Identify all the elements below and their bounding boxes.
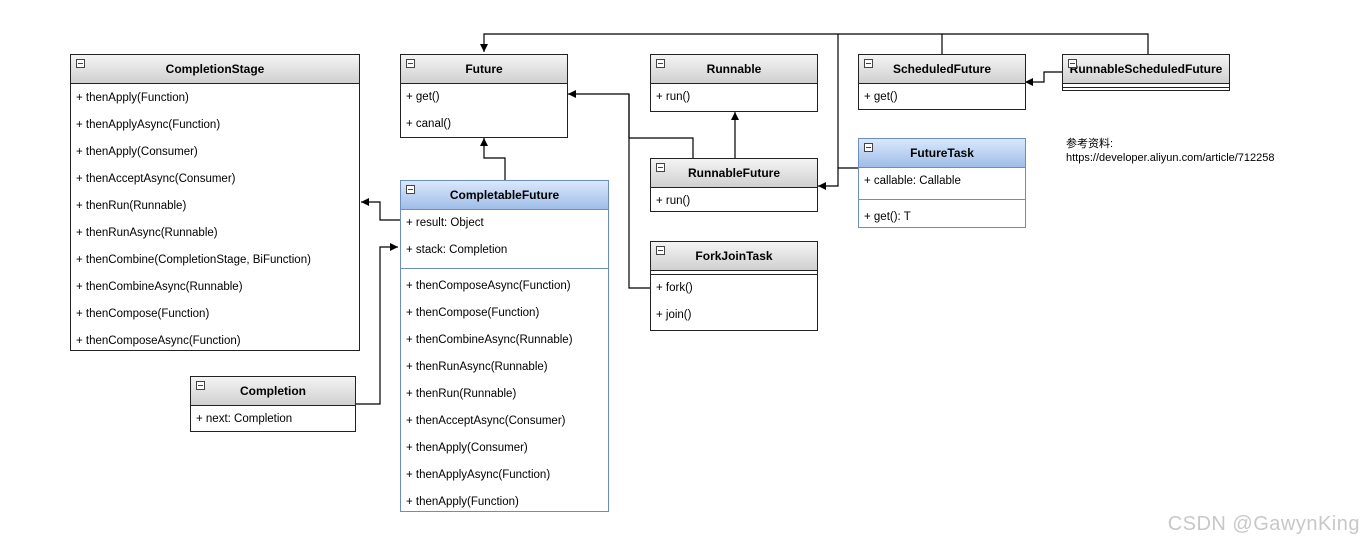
collapse-icon[interactable] <box>406 59 415 68</box>
class-name: Completion <box>240 384 306 398</box>
class-method: + thenComposeAsync(Function) <box>406 280 571 292</box>
class-method: + thenAcceptAsync(Consumer) <box>406 415 566 427</box>
class-member: + get() <box>406 91 440 103</box>
class-header: RunnableScheduledFuture <box>1063 55 1229 84</box>
section-divider <box>401 268 608 269</box>
class-completablefuture[interactable]: CompletableFuture + result: Object + sta… <box>400 180 609 512</box>
class-runnablescheduledfuture[interactable]: RunnableScheduledFuture <box>1062 54 1230 91</box>
class-method: + thenCombineAsync(Runnable) <box>406 334 573 346</box>
class-header: Future <box>401 55 567 84</box>
class-member: + thenCompose(Function) <box>76 308 210 320</box>
class-field: + callable: Callable <box>864 175 961 187</box>
class-name: ScheduledFuture <box>892 62 991 76</box>
edge-scheduledfuture-future <box>480 33 943 54</box>
class-name: Runnable <box>706 62 762 76</box>
reference-label: 参考资料: <box>1066 138 1114 150</box>
class-member: + thenRun(Runnable) <box>76 200 187 212</box>
class-method: + thenRunAsync(Runnable) <box>406 361 548 373</box>
class-member: + canal() <box>406 118 452 130</box>
collapse-icon[interactable] <box>76 59 85 68</box>
reference-url[interactable]: https://developer.aliyun.com/article/712… <box>1066 152 1275 164</box>
class-header: CompletableFuture <box>401 181 608 210</box>
class-runnablefuture[interactable]: RunnableFuture + run() <box>650 158 818 212</box>
class-header: ForkJoinTask <box>651 242 817 271</box>
class-member: + thenComposeAsync(Function) <box>76 335 241 347</box>
class-header: RunnableFuture <box>651 159 817 188</box>
class-field: + stack: Completion <box>406 244 508 256</box>
class-header: Runnable <box>651 55 817 84</box>
section-divider <box>1063 84 1229 88</box>
class-name: ForkJoinTask <box>695 249 773 263</box>
class-name: CompletableFuture <box>449 188 560 202</box>
collapse-icon[interactable] <box>656 246 665 255</box>
collapse-icon[interactable] <box>196 381 205 390</box>
class-method: + thenApply(Function) <box>406 496 519 508</box>
class-completionstage[interactable]: CompletionStage + thenApply(Function) + … <box>70 54 360 351</box>
edge-completablefuture-future <box>480 138 506 180</box>
edge-runnablescheduled-future <box>942 33 1149 54</box>
collapse-icon[interactable] <box>656 163 665 172</box>
class-member: + thenCombine(CompletionStage, BiFunctio… <box>76 254 311 266</box>
class-forkjointask[interactable]: ForkJoinTask + fork() + join() <box>650 241 818 331</box>
edge-runnablescheduled-scheduled <box>1025 71 1062 86</box>
class-member: + thenApply(Consumer) <box>76 146 198 158</box>
class-scheduledfuture[interactable]: ScheduledFuture + get() <box>858 54 1026 110</box>
class-name: RunnableFuture <box>688 166 780 180</box>
class-future[interactable]: Future + get() + canal() <box>400 54 568 138</box>
class-member: + join() <box>656 309 692 321</box>
collapse-icon[interactable] <box>656 59 665 68</box>
watermark: CSDN @GawynKing <box>1167 513 1360 535</box>
class-header: ScheduledFuture <box>859 55 1025 84</box>
class-member: + fork() <box>656 282 693 294</box>
class-member: + next: Completion <box>196 413 293 425</box>
collapse-icon[interactable] <box>864 143 873 152</box>
class-method: + thenApply(Consumer) <box>406 442 528 454</box>
class-member: + thenCombineAsync(Runnable) <box>76 281 243 293</box>
class-name: CompletionStage <box>165 62 265 76</box>
edge-forkjointask-future <box>628 94 650 289</box>
class-member: + thenRunAsync(Runnable) <box>76 227 218 239</box>
class-field: + result: Object <box>406 217 484 229</box>
class-member: + thenApplyAsync(Function) <box>76 119 221 131</box>
collapse-icon[interactable] <box>1068 59 1077 68</box>
section-divider <box>651 271 817 275</box>
edge-completablefuture-completionstage <box>361 198 400 221</box>
class-method: + thenRun(Runnable) <box>406 388 517 400</box>
class-member: + get() <box>864 91 898 103</box>
edge-futuretask-runnablefuture <box>818 167 858 190</box>
section-divider <box>859 199 1025 200</box>
class-completion[interactable]: Completion + next: Completion <box>190 376 356 432</box>
class-header: FutureTask <box>859 139 1025 168</box>
class-member: + thenAcceptAsync(Consumer) <box>76 173 236 185</box>
class-method: + thenCompose(Function) <box>406 307 540 319</box>
collapse-icon[interactable] <box>864 59 873 68</box>
class-method: + get(): T <box>864 211 911 223</box>
reference-note: 参考资料: https://developer.aliyun.com/artic… <box>1066 137 1275 165</box>
class-name: FutureTask <box>910 146 974 160</box>
class-header: Completion <box>191 377 355 406</box>
class-futuretask[interactable]: FutureTask + callable: Callable + get():… <box>858 138 1026 228</box>
class-header: CompletionStage <box>71 55 359 84</box>
class-member: + thenApply(Function) <box>76 92 189 104</box>
class-member: + run() <box>656 195 691 207</box>
class-method: + thenApplyAsync(Function) <box>406 469 551 481</box>
class-name: Future <box>465 62 503 76</box>
class-member: + run() <box>656 91 691 103</box>
edge-completion-completablefuture <box>356 243 398 405</box>
class-runnable[interactable]: Runnable + run() <box>650 54 818 112</box>
class-name: RunnableScheduledFuture <box>1069 62 1223 76</box>
collapse-icon[interactable] <box>406 185 415 194</box>
